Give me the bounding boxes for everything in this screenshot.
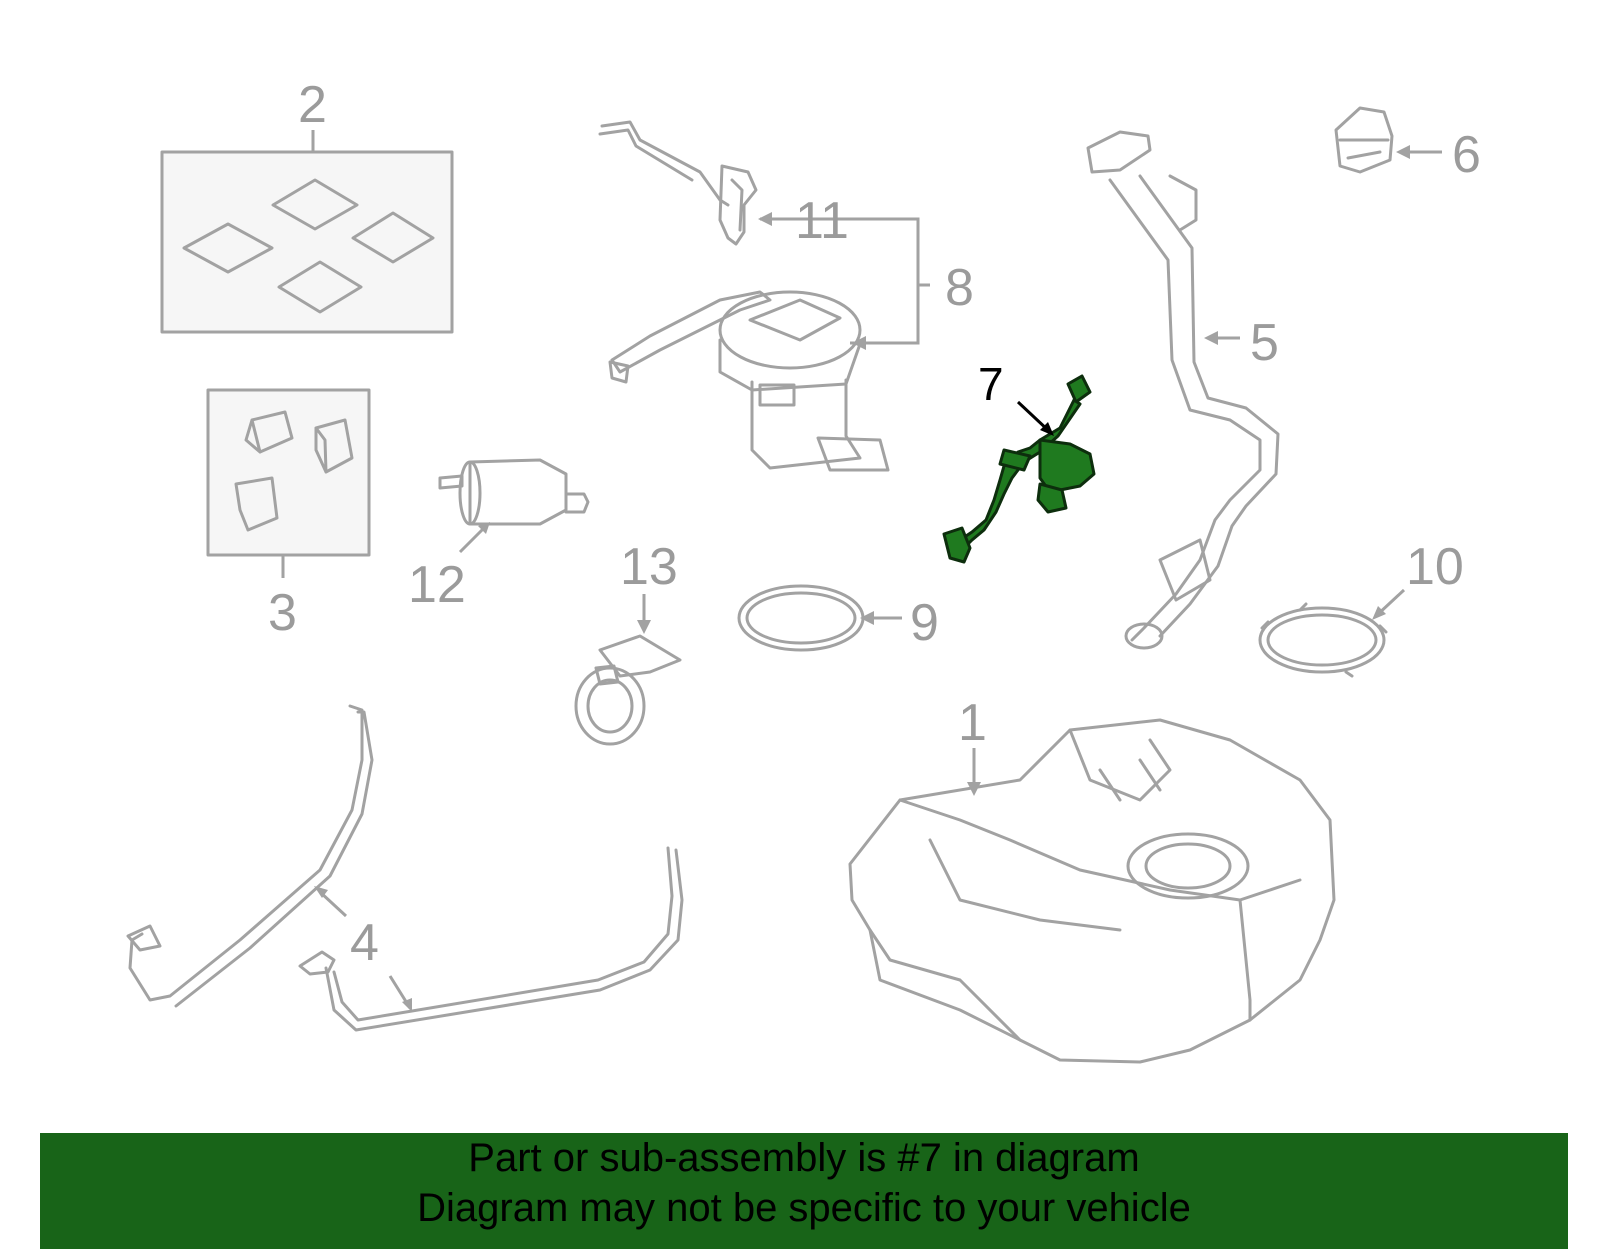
part-11-level-sender[interactable] — [598, 120, 758, 246]
callout-3: 3 — [268, 584, 297, 642]
callout-10: 10 — [1406, 538, 1464, 596]
callout-4: 4 — [350, 914, 379, 972]
callout-12: 12 — [408, 556, 466, 614]
part-12-fuel-filter[interactable] — [438, 458, 590, 526]
callout-7: 7 — [978, 358, 1004, 410]
clip-shape — [244, 410, 294, 454]
gasket-shape — [182, 222, 274, 274]
bracket-line-8 — [760, 217, 920, 345]
banner-line-1: Part or sub-assembly is #7 in diagram — [468, 1136, 1140, 1180]
part-10-lock-ring[interactable] — [1258, 602, 1388, 678]
part-6-fuel-cap[interactable] — [1334, 106, 1394, 174]
part-9-seal-ring[interactable] — [737, 584, 865, 652]
banner-line-2: Diagram may not be specific to your vehi… — [417, 1186, 1191, 1230]
callout-5: 5 — [1250, 314, 1279, 372]
gasket-shape — [351, 211, 435, 264]
callout-8: 8 — [945, 259, 974, 317]
info-banner: Part or sub-assembly is #7 in diagram Di… — [40, 1133, 1568, 1249]
part-2-gasket-kit[interactable] — [160, 150, 454, 334]
gasket-shape — [271, 178, 359, 231]
part-7-wiring-harness-highlighted[interactable] — [942, 374, 1096, 564]
part-1-fuel-tank[interactable] — [848, 718, 1336, 1064]
callout-1: 1 — [958, 694, 987, 752]
callout-13: 13 — [620, 538, 678, 596]
part-8-fuel-pump-module[interactable] — [608, 290, 890, 472]
callout-6: 6 — [1452, 126, 1481, 184]
part-13-clamp[interactable] — [574, 634, 682, 746]
part-4-tank-straps[interactable] — [126, 704, 684, 1032]
clip-shape — [234, 476, 279, 532]
part-5-filler-pipe[interactable] — [1086, 130, 1280, 650]
part-3-clip-kit[interactable] — [206, 388, 371, 557]
gasket-shape — [277, 260, 363, 314]
callout-9: 9 — [910, 594, 939, 652]
clip-shape — [314, 418, 354, 474]
callout-11: 11 — [795, 192, 849, 250]
callout-2: 2 — [298, 76, 327, 134]
